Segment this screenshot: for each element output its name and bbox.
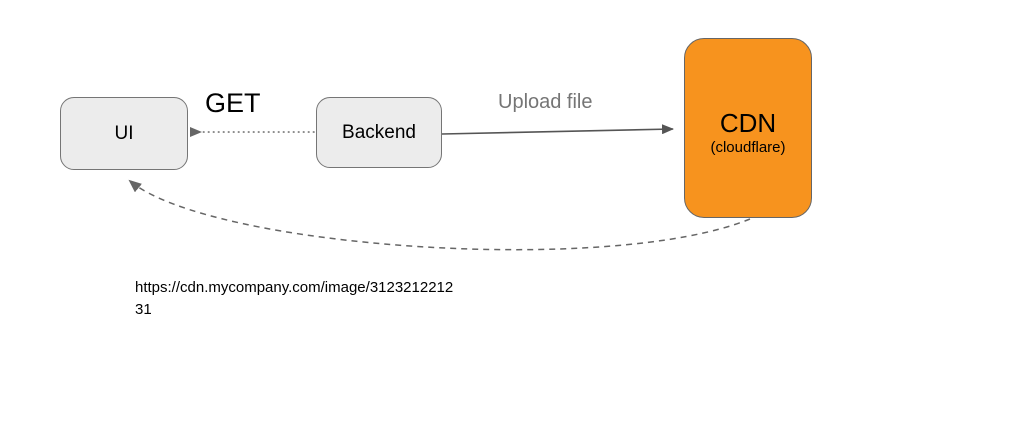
cdn-url-caption-line1: https://cdn.mycompany.com/image/31232122… <box>135 279 454 296</box>
cdn-url-caption-line2: 31 <box>135 301 152 318</box>
dashed-arrow-cdn-to-ui <box>128 179 751 251</box>
upload-file-edge-label: Upload file <box>498 91 593 113</box>
backend-node: Backend <box>316 97 442 168</box>
solid-arrow-backend-to-cdn <box>441 124 674 135</box>
get-edge-label: GET <box>205 88 261 118</box>
cdn-node-subtitle: (cloudflare) <box>710 139 786 156</box>
cdn-node-title: CDN <box>719 108 777 138</box>
ui-node-label: UI <box>114 122 134 144</box>
cdn-node: CDN (cloudflare) <box>684 38 812 218</box>
cdn-url-caption: https://cdn.mycompany.com/image/31232122… <box>135 277 515 321</box>
ui-node: UI <box>60 97 188 170</box>
backend-node-label: Backend <box>342 121 416 143</box>
